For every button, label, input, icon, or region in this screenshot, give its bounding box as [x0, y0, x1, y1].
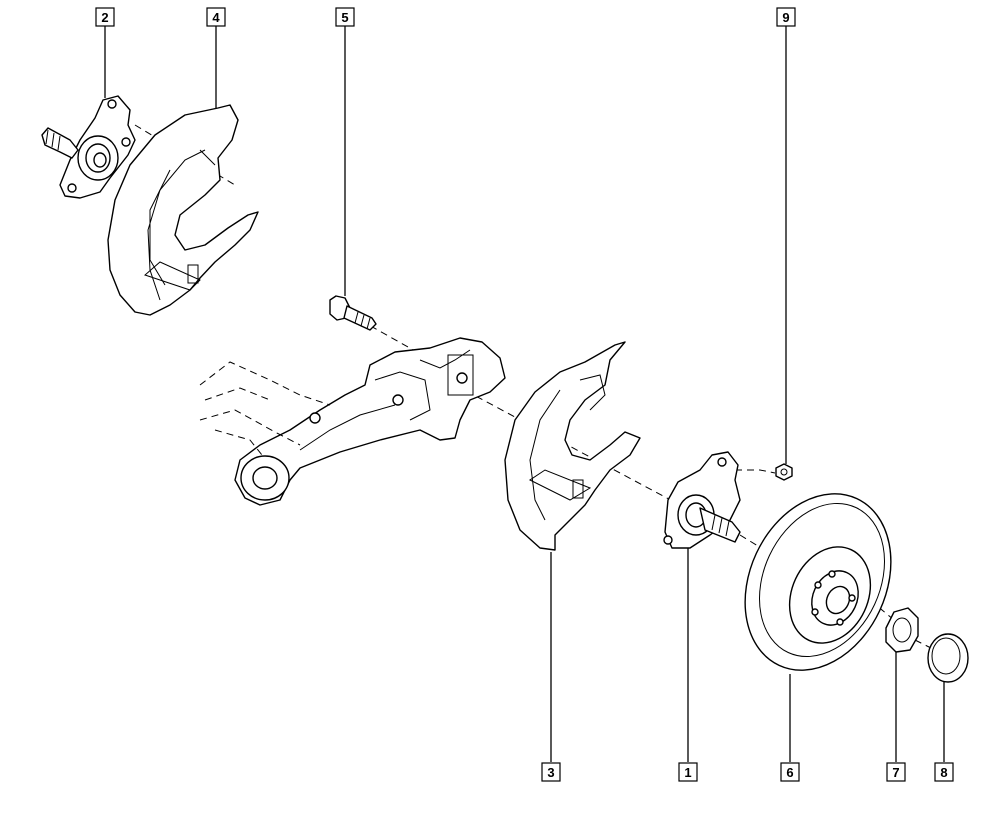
leader-lines — [104, 26, 945, 762]
part-6-brake-disc — [744, 493, 892, 671]
part-8-dust-cap — [927, 633, 969, 683]
callout-4: 4 — [206, 7, 226, 27]
callout-9: 9 — [776, 7, 796, 27]
callout-1-label: 1 — [684, 765, 691, 780]
callout-6-label: 6 — [786, 765, 793, 780]
part-2-hub-carrier — [41, 95, 136, 199]
rear-axle-beam — [199, 337, 506, 506]
callout-3-label: 3 — [547, 765, 554, 780]
callout-5-label: 5 — [341, 10, 348, 25]
callout-7: 7 — [886, 762, 906, 782]
callout-7-label: 7 — [892, 765, 899, 780]
part-5-bolt — [329, 295, 377, 331]
part-9-screw — [775, 463, 793, 481]
part-4-backing-plate — [107, 104, 259, 316]
callout-6: 6 — [780, 762, 800, 782]
part-1-hub-stub-axle — [663, 451, 741, 549]
callout-2: 2 — [95, 7, 115, 27]
callout-8-label: 8 — [940, 765, 947, 780]
part-3-backing-plate — [504, 341, 641, 551]
callout-4-label: 4 — [212, 10, 220, 25]
callout-5: 5 — [335, 7, 355, 27]
callout-8: 8 — [934, 762, 954, 782]
callout-3: 3 — [541, 762, 561, 782]
callout-9-label: 9 — [782, 10, 789, 25]
callout-2-label: 2 — [101, 10, 108, 25]
part-7-hub-nut — [885, 607, 919, 653]
callout-1: 1 — [678, 762, 698, 782]
